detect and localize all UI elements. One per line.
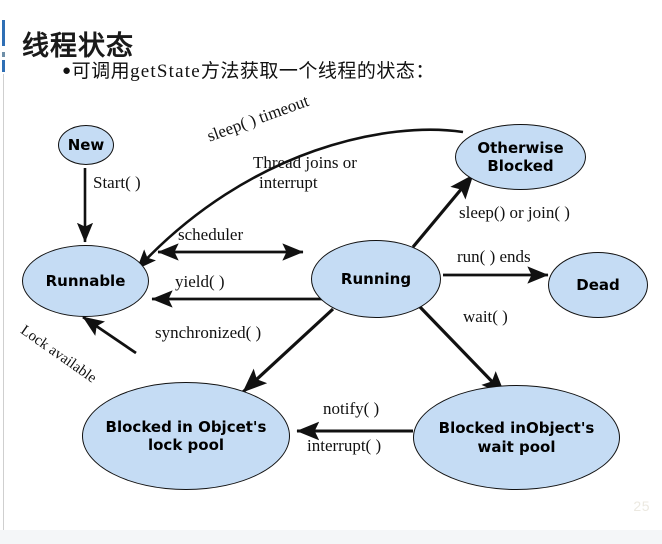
bullet-marker-icon: ● <box>62 63 72 79</box>
node-wait-pool-label-line2: wait pool <box>477 437 556 456</box>
node-wait-pool-label-line1: Blocked inObject's <box>438 419 595 438</box>
node-lock-pool-label-line1: Blocked in Objcet's <box>105 417 267 436</box>
thread-state-diagram: New Runnable Running Otherwise Blocked D… <box>0 91 662 505</box>
node-new-label: New <box>67 135 105 154</box>
edge-label-yield: yield( ) <box>175 272 225 291</box>
node-otherwise-blocked-label-line1: Otherwise <box>477 138 564 157</box>
left-accent-bar-third <box>2 60 5 72</box>
edge-label-run-ends: run( ) ends <box>457 247 531 266</box>
edge-label-thread-joins: Thread joins or interrupt <box>253 153 413 194</box>
edge-label-scheduler: scheduler <box>178 225 244 244</box>
left-accent-bar-second <box>2 52 5 57</box>
node-wait-pool[interactable]: Blocked inObject's wait pool <box>413 385 620 490</box>
bullet-text-after: 方法获取一个线程的状态： <box>200 61 435 82</box>
page-title: 线程状态 <box>22 31 134 63</box>
node-lock-pool[interactable]: Blocked in Objcet's lock pool <box>82 382 290 490</box>
node-otherwise-blocked-label-line2: Blocked <box>487 157 554 175</box>
arrow-blocked-to-runnable <box>136 128 464 270</box>
left-accent-bar <box>2 20 5 46</box>
node-lock-pool-label-line2: lock pool <box>147 436 225 454</box>
arrow-lock-available <box>82 315 137 355</box>
arrow-running-to-blocked <box>411 173 475 249</box>
edge-label-thread-joins-line1: Thread joins or <box>253 153 357 172</box>
node-dead-label: Dead <box>576 275 620 294</box>
arrow-running-to-lock-pool <box>241 307 335 394</box>
node-running-label: Running <box>340 269 412 288</box>
arrow-running-to-wait-pool <box>418 305 507 397</box>
node-dead[interactable]: Dead <box>548 252 648 318</box>
bullet-code-token: getState <box>130 61 201 82</box>
left-vertical-rule <box>3 74 4 530</box>
edge-label-interrupt: interrupt( ) <box>307 436 382 455</box>
diagram-arrows-layer <box>76 128 549 441</box>
edge-label-start: Start( ) <box>93 173 141 192</box>
edge-label-sleep-or-join: sleep() or join( ) <box>459 203 570 222</box>
footer-band <box>0 530 662 544</box>
edge-label-synchronized: synchronized( ) <box>155 323 262 342</box>
node-runnable[interactable]: Runnable <box>22 245 149 317</box>
node-otherwise-blocked[interactable]: Otherwise Blocked <box>455 124 586 190</box>
page-number: 25 <box>633 498 650 514</box>
node-runnable-label: Runnable <box>45 271 126 290</box>
edge-label-notify: notify( ) <box>323 399 380 418</box>
bullet-line: ●可调用getState方法获取一个线程的状态： <box>62 56 435 83</box>
node-new[interactable]: New <box>58 125 114 165</box>
bullet-text-before: 可调用 <box>71 61 131 82</box>
edge-label-wait: wait( ) <box>463 307 508 326</box>
node-running[interactable]: Running <box>311 240 441 318</box>
edge-label-thread-joins-line2: interrupt <box>259 173 318 193</box>
